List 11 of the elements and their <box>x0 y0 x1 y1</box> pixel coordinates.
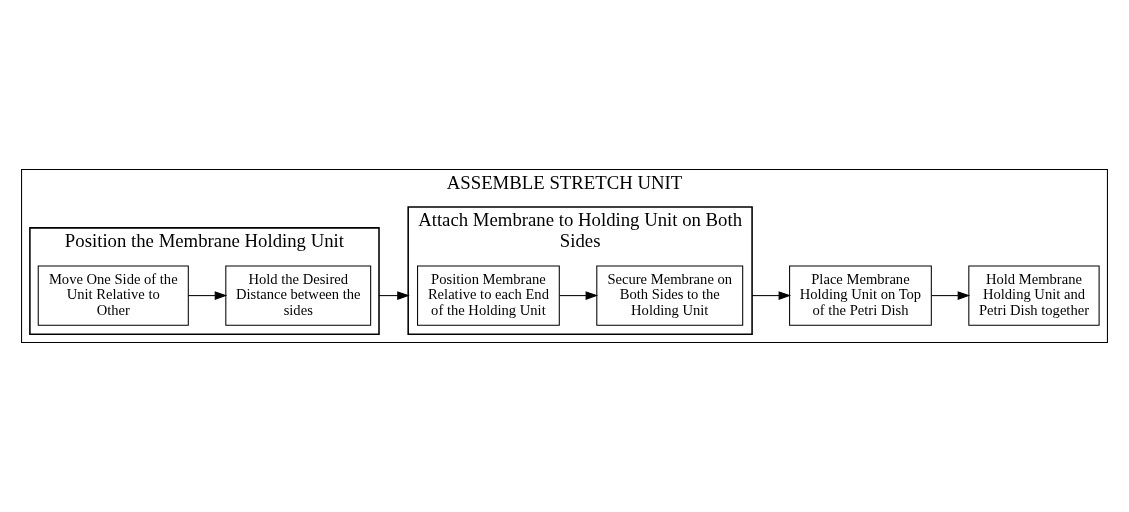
arrow <box>187 291 228 300</box>
node-box: Place Membrane Holding Unit on Top of the Petri Dish <box>789 265 932 326</box>
node-box: Hold the Desired Distance between the sides <box>225 265 372 326</box>
arrow <box>931 291 971 300</box>
arrow <box>559 291 599 300</box>
node-box: Hold Membrane Holding Unit and Petri Dish together <box>968 265 1100 326</box>
node-box: Move One Side of the Unit Relative to Other <box>37 265 189 326</box>
node-box: Position Membrane Relative to each End of the Holding Unit <box>417 265 560 326</box>
node-box: Secure Membrane on Both Sides to the Holding Unit <box>596 265 744 326</box>
arrow <box>378 291 410 300</box>
arrow <box>751 291 792 300</box>
